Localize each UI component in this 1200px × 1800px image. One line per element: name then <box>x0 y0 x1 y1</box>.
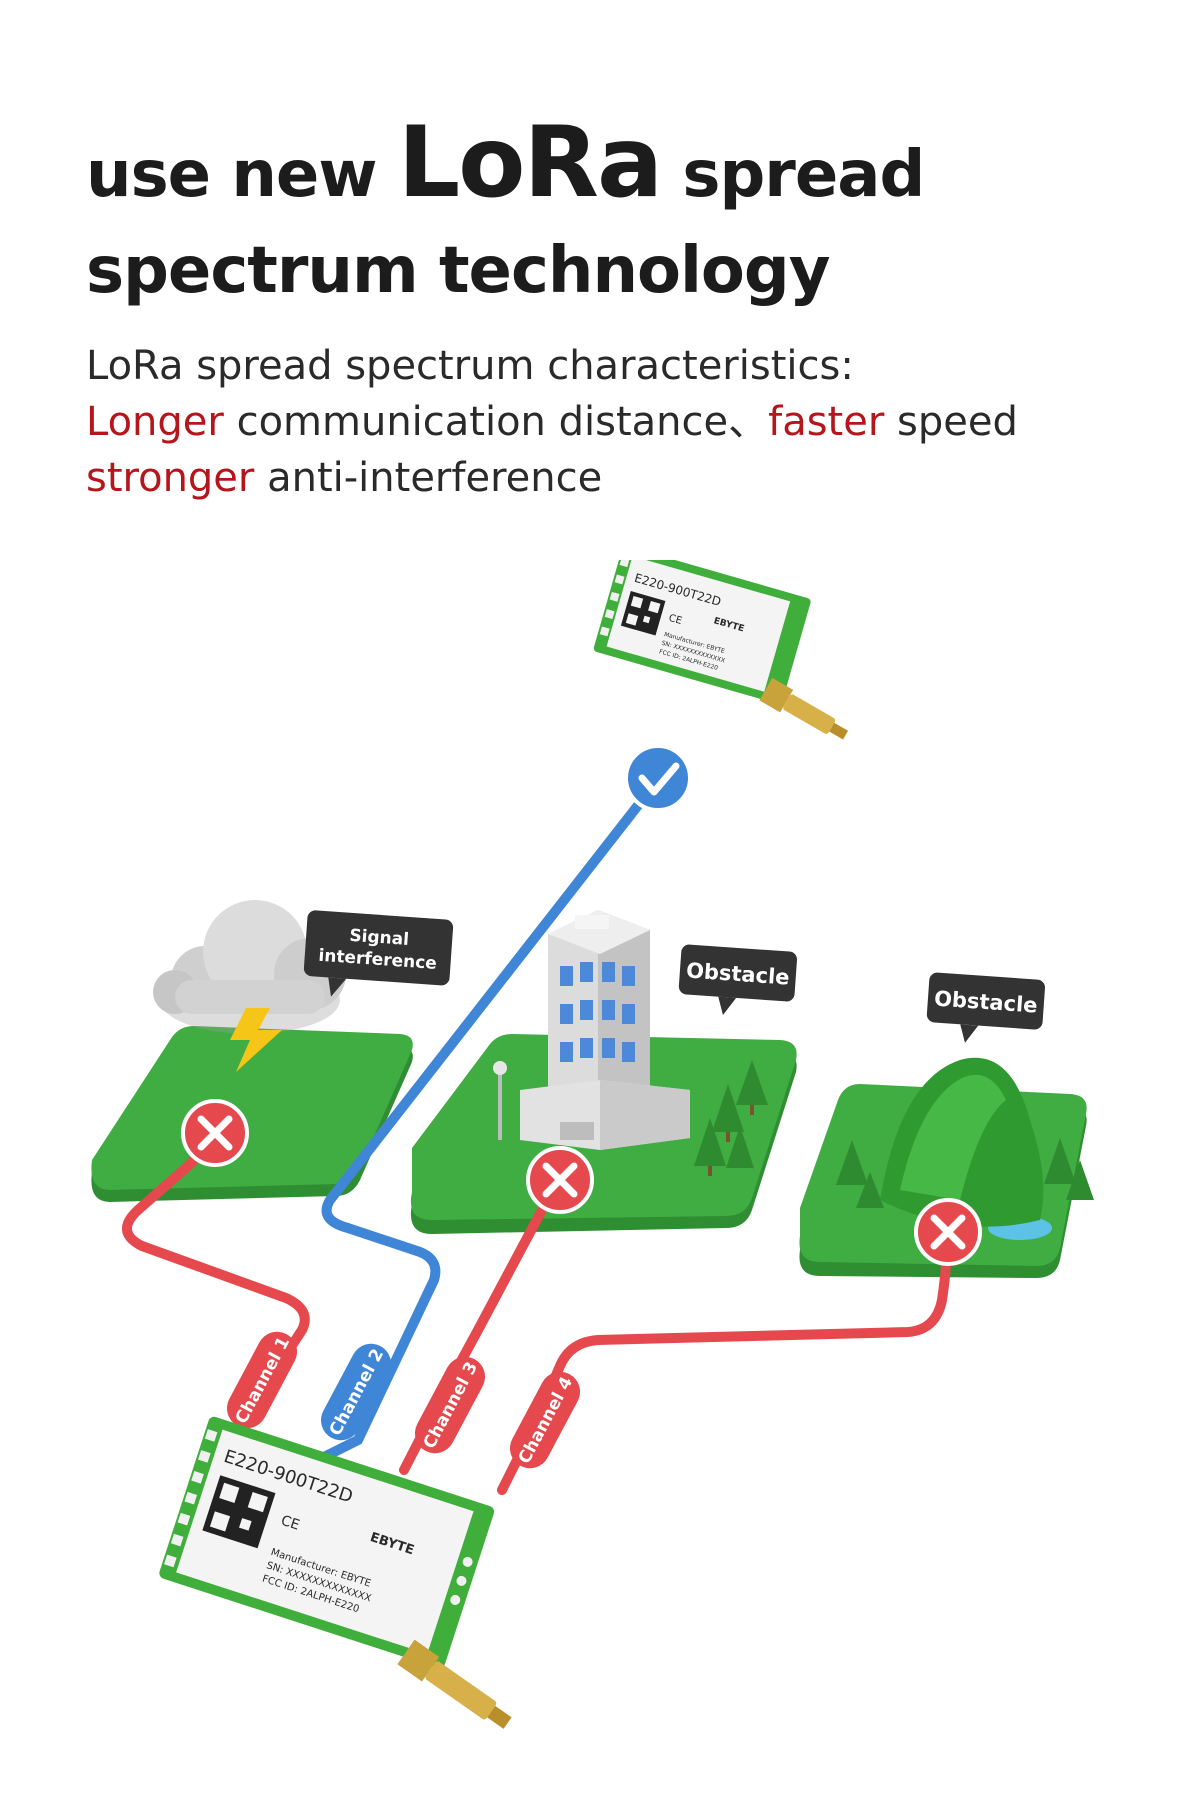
headline-lora: LoRa <box>397 106 663 220</box>
module-top: E220-900T22D CE EBYTE Manufacturer: EBYT… <box>593 560 811 704</box>
building-icon <box>493 910 690 1150</box>
trees-mountain <box>836 1138 1094 1208</box>
headline: use new LoRa spread spectrum technology <box>86 114 1126 319</box>
tile-cloud <box>91 1026 413 1202</box>
subtitle: LoRa spread spectrum characteristics: Lo… <box>86 338 1166 506</box>
subtitle-line1: LoRa spread spectrum characteristics: <box>86 343 854 389</box>
cross-icon <box>181 1099 249 1167</box>
headline-part2: spread <box>682 138 925 212</box>
subtitle-line3: stronger anti-interference <box>86 450 1166 506</box>
channel-label-3: Channel 3 <box>414 1356 486 1454</box>
module-bottom-pads <box>164 1429 218 1568</box>
module-bottom: E220-900T22D CE EBYTE Manufacturer: EBYT… <box>159 1416 495 1669</box>
channel-label-4: Channel 4 <box>509 1371 581 1469</box>
subtitle-anti: anti-interference <box>254 455 603 501</box>
bubble-signal-line1: Signal <box>349 926 410 950</box>
mountain-icon <box>880 1057 1044 1227</box>
trees-building <box>694 1060 768 1176</box>
bubble-obstacle-building: Obstacle <box>678 944 797 1016</box>
module-top-pads <box>599 560 630 637</box>
subtitle-comm: communication distance、 <box>223 399 769 445</box>
antenna-icon <box>397 1639 512 1729</box>
module-top-ce: CE <box>667 613 683 627</box>
channel-label-1: Channel 1 <box>226 1331 298 1429</box>
lightning-icon <box>230 1008 282 1072</box>
cable-channel-2 <box>313 785 655 1465</box>
bubble-obstacle-mountain: Obstacle <box>926 972 1045 1043</box>
cross-icon <box>914 1198 982 1266</box>
qr-code-icon <box>620 591 666 636</box>
illustration: Signal interference Obstacle Obstacle <box>91 560 1094 1729</box>
subtitle-speed: speed <box>884 399 1018 445</box>
headline-part1: use new <box>86 138 377 212</box>
qr-code-icon <box>202 1475 276 1549</box>
highlight-longer: Longer <box>86 399 224 445</box>
check-icon <box>624 744 692 812</box>
antenna-icon <box>759 677 849 740</box>
subtitle-line2: Longer communication distance、faster spe… <box>86 394 1166 450</box>
module-bottom-side-pads <box>450 1556 473 1605</box>
bubble-signal: Signal interference <box>303 910 454 997</box>
cross-icon <box>526 1146 594 1214</box>
headline-line2: spectrum technology <box>86 234 830 308</box>
module-bottom-ce: CE <box>279 1513 302 1534</box>
highlight-faster: faster <box>768 399 885 445</box>
highlight-stronger: stronger <box>86 455 255 501</box>
